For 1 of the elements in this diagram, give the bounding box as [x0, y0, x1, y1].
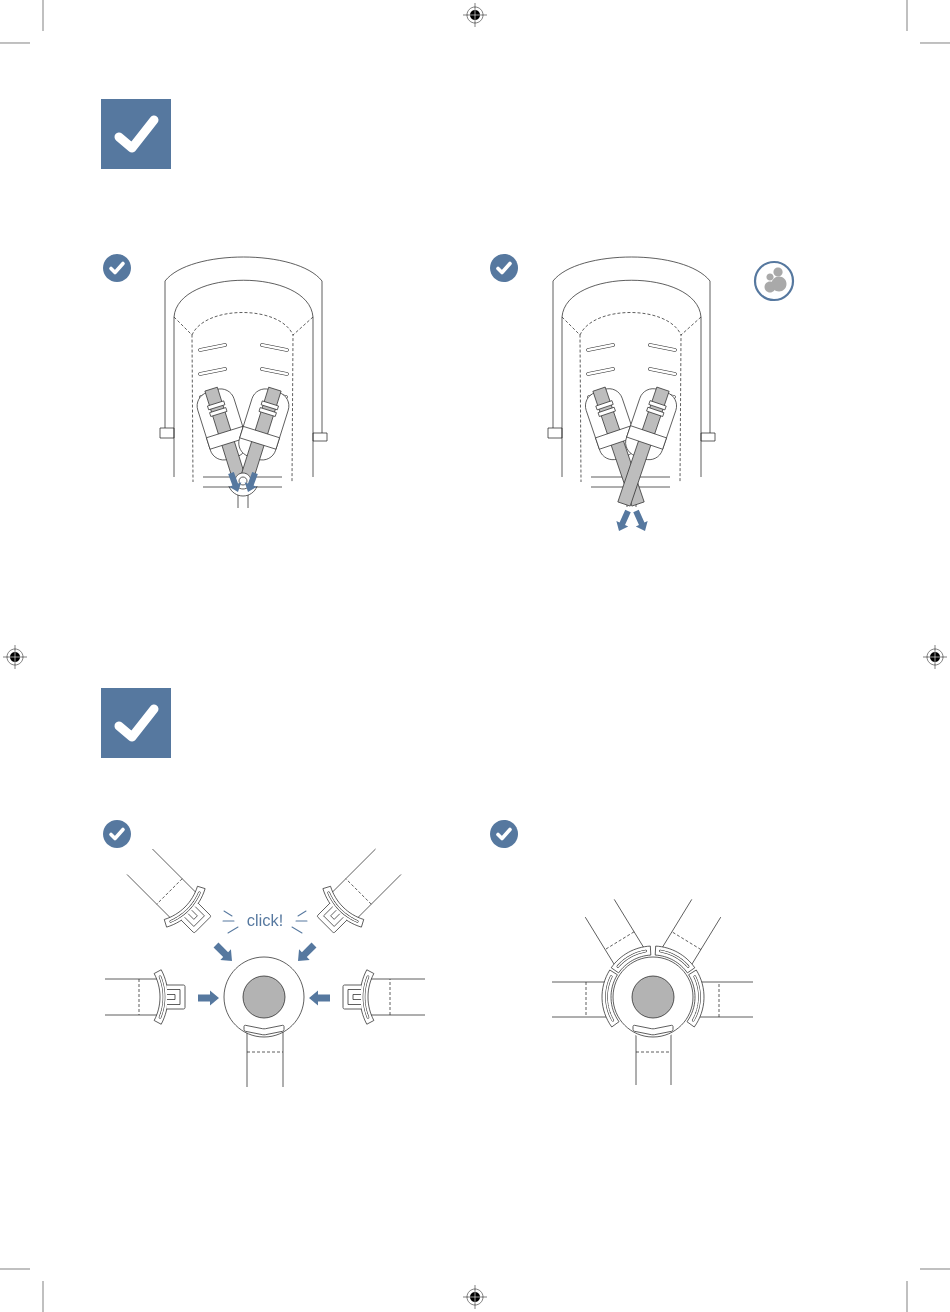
sound-label: click! [247, 914, 282, 927]
